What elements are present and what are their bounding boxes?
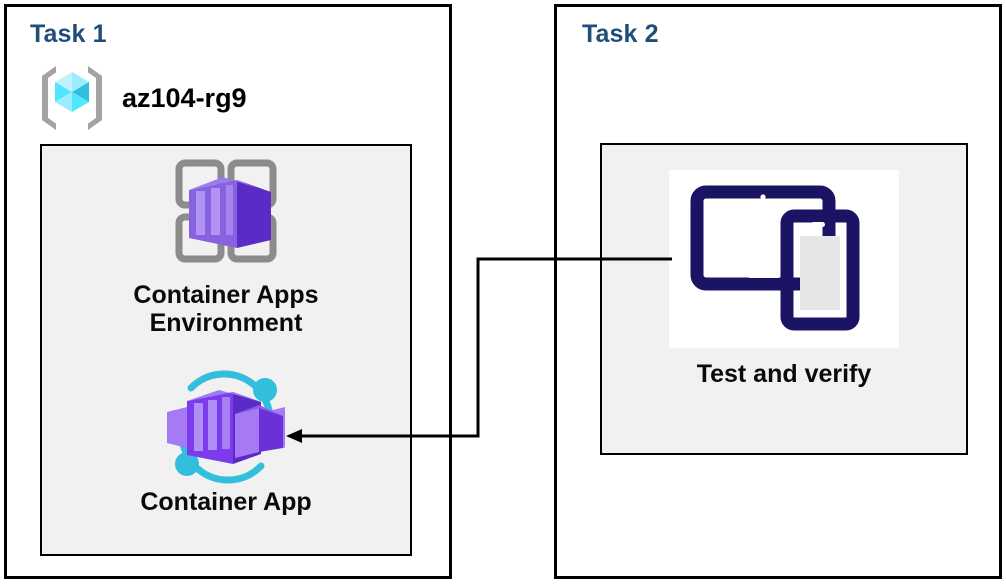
resource-group-icon — [36, 62, 108, 134]
node-label-container-apps-environment: Container Apps Environment — [133, 281, 319, 337]
container-apps-environment-icon — [161, 155, 291, 275]
devices-icon-plate — [669, 170, 899, 348]
node-test-and-verify: Test and verify — [600, 170, 968, 388]
node-label-container-app: Container App — [140, 488, 312, 516]
resource-group-name: az104-rg9 — [122, 82, 247, 113]
task-2-title: Task 2 — [582, 20, 659, 48]
node-label-test-and-verify: Test and verify — [696, 360, 872, 388]
task-1-title: Task 1 — [30, 20, 107, 48]
node-container-apps-environment: Container Apps Environment — [40, 155, 412, 337]
container-app-icon — [153, 368, 299, 486]
resource-group-header: az104-rg9 — [36, 62, 247, 134]
node-container-app: Container App — [40, 368, 412, 516]
devices-icon — [689, 184, 879, 334]
